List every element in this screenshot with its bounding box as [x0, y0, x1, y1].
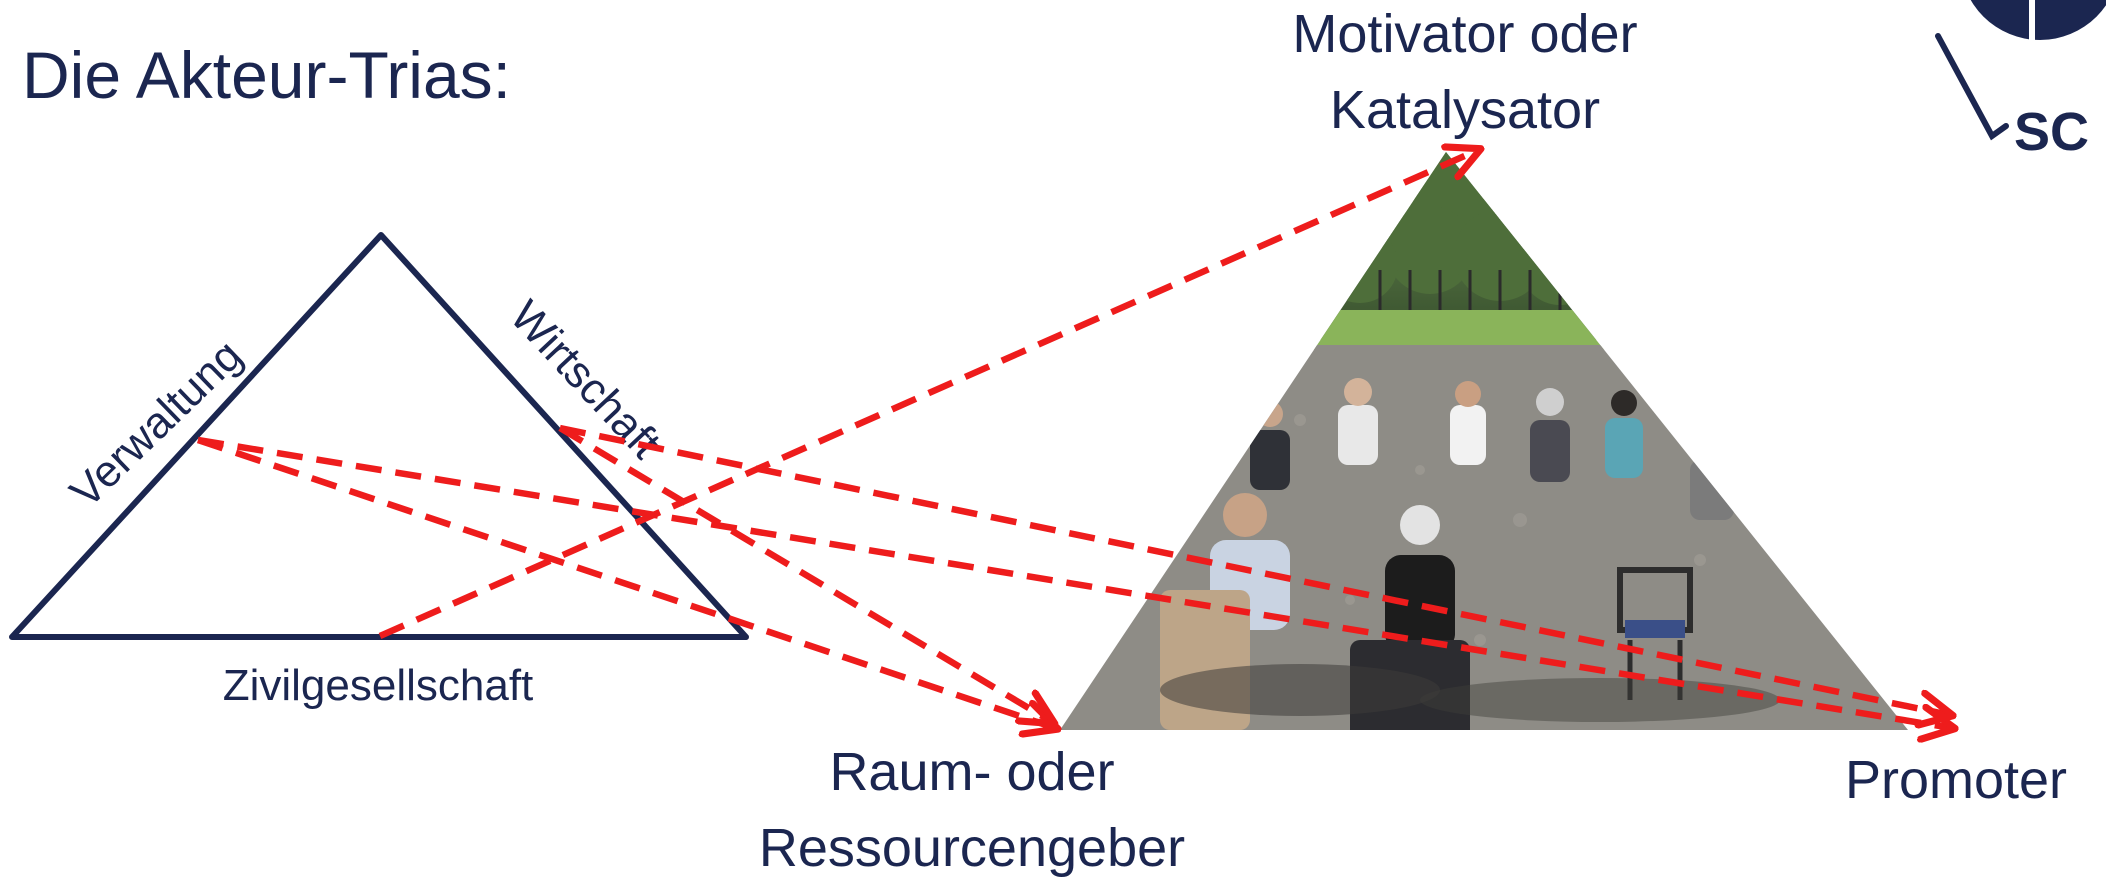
label-raum-line2: Ressourcengeber [759, 818, 1185, 878]
actor-triangle [9, 232, 749, 640]
page-title: Die Akteur-Trias: [22, 38, 511, 112]
logo-disc-icon [1970, 0, 2106, 40]
label-raum-line1: Raum- oder [829, 742, 1114, 802]
arrow-verwaltung-to-raum [196, 436, 1055, 728]
logo: SC [1935, 0, 2106, 162]
label-verwaltung: Verwaltung [61, 331, 252, 517]
label-zivilgesellschaft: Zivilgesellschaft [223, 661, 534, 710]
label-wirtschaft: Wirtschaft [501, 291, 670, 467]
label-motivator-line2: Katalysator [1330, 80, 1600, 140]
arrow-verwaltung-to-promoter [197, 436, 1952, 728]
arrow-wirtschaft-to-promoter [559, 424, 1950, 715]
label-motivator-line1: Motivator oder [1292, 4, 1637, 64]
arrow-zivilgesellschaft-to-motivator [378, 150, 1478, 639]
logo-text: SC [2014, 102, 2089, 162]
label-promoter: Promoter [1845, 750, 2067, 810]
arrow-wirtschaft-to-raum [558, 425, 1052, 722]
